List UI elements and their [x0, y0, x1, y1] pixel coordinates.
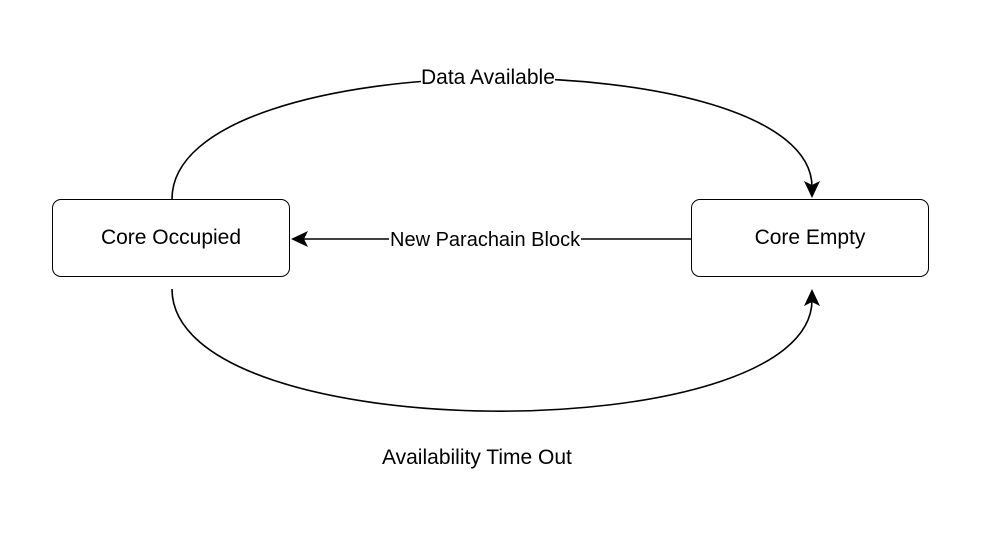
arrowhead-new-parachain-block [291, 231, 308, 247]
edge-data-available [171, 77, 813, 200]
transition-label-availability-time-out: Availability Time Out [382, 446, 572, 470]
state-core-occupied-label: Core Occupied [100, 226, 242, 249]
transition-label-data-available: Data Available [421, 66, 555, 90]
state-core-empty: Core Empty [691, 199, 929, 277]
arrowhead-data-available [804, 181, 820, 198]
state-core-occupied: Core Occupied [52, 199, 290, 277]
state-core-empty-label: Core Empty [754, 226, 866, 249]
arrowhead-availability-time-out [804, 289, 820, 306]
edge-availability-time-out [171, 288, 813, 412]
transition-label-new-parachain-block: New Parachain Block [389, 228, 582, 252]
